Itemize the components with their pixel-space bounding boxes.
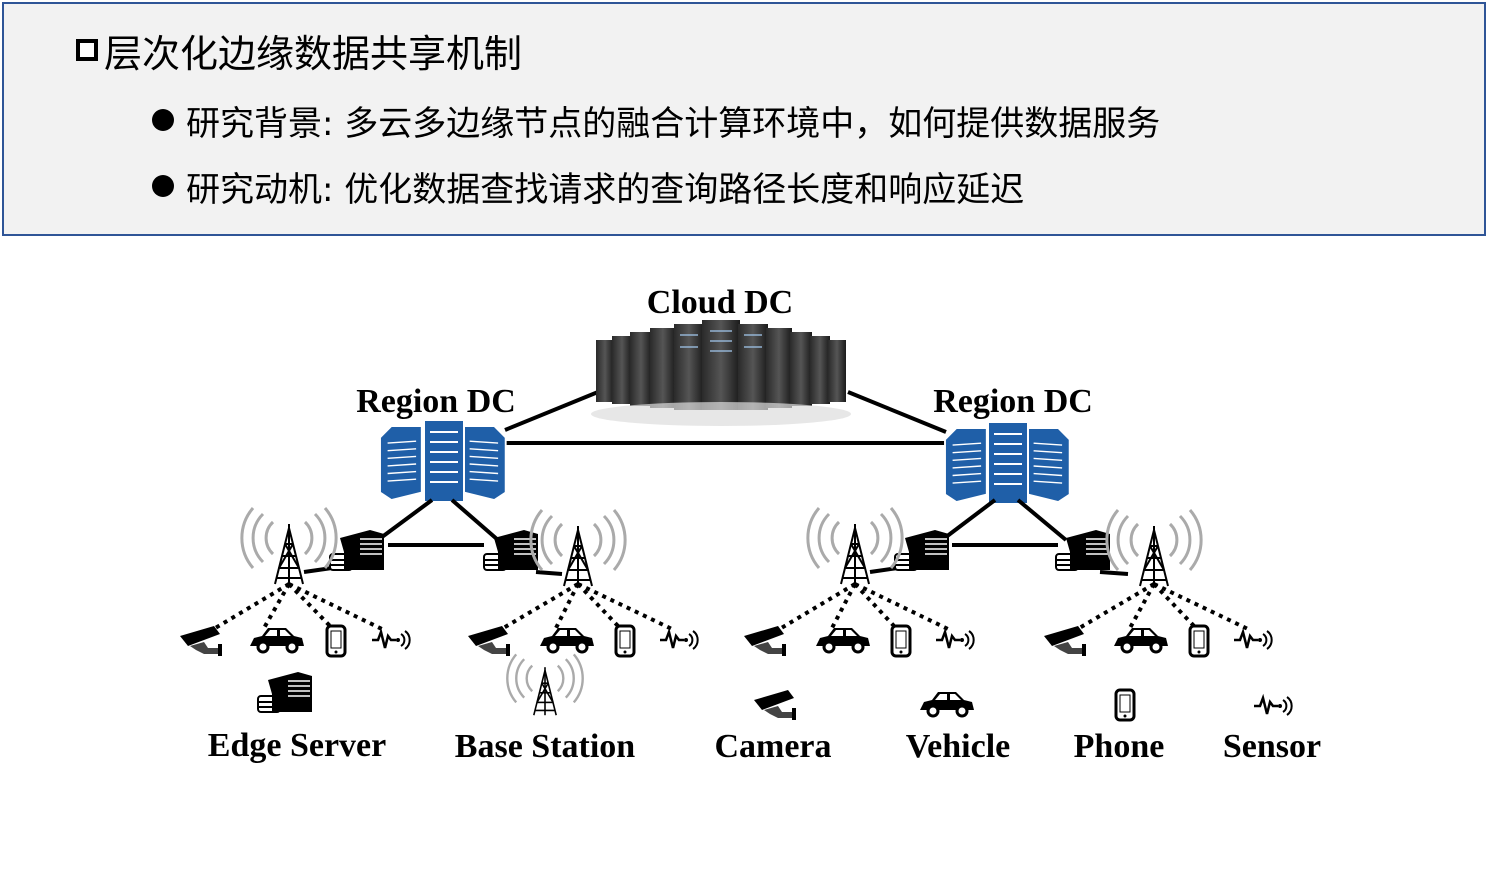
cloud-dc-label: Cloud DC [647,284,793,321]
bullet-dot-icon [152,175,174,197]
vehicle-icon [248,626,306,654]
hierarchy-diagram: Cloud DC Region DC Region DC [180,284,1321,765]
phone-icon [890,624,912,658]
legend-phone-icon [1114,688,1136,722]
region-dc-left-label: Region DC [356,383,516,420]
wireless-links [210,582,1251,632]
phone-icon [325,624,347,658]
phone-icon [614,624,636,658]
camera-icon [180,626,222,656]
legend-label: Phone [1074,728,1165,765]
legend-camera-icon [754,690,796,720]
legend-vehicle-icon [918,690,976,718]
legend-label: Edge Server [208,727,386,764]
legend: Edge Server Base Station Camera Vehicle … [208,653,1321,765]
square-bullet-icon [76,39,98,61]
backbone-links [504,390,947,445]
sensor-icon [1232,629,1273,651]
sensor-icon [370,629,411,651]
base-station-icon [806,506,904,586]
legend-sensor-icon [1252,695,1293,717]
bullet-text: 研究背景: 多云多边缘节点的融合计算环境中，如何提供数据服务 [186,103,1161,144]
bullet-dot-icon [152,109,174,131]
phone-icon [1188,624,1210,658]
base-station-icon [240,506,338,586]
legend-label: Camera [714,728,831,765]
edge-server-icon [329,529,385,571]
camera-icon [1044,626,1086,656]
title-text: 层次化边缘数据共享机制 [104,31,523,76]
legend-base-station-icon [506,653,584,717]
camera-icon [468,626,510,656]
legend-edge-server-icon [257,671,313,713]
vehicle-icon [1112,626,1170,654]
legend-label: Vehicle [906,728,1011,765]
vehicle-icon [814,626,872,654]
region-dc-right-label: Region DC [933,383,1093,420]
bullet-item: 研究动机: 优化数据查找请求的查询路径长度和响应延迟 [152,164,1025,210]
region-dc-left-icon [379,419,507,503]
header-panel: 层次化边缘数据共享机制 研究背景: 多云多边缘节点的融合计算环境中，如何提供数据… [2,2,1486,236]
cloud-dc-servers-icon [591,320,851,426]
bullet-text: 研究动机: 优化数据查找请求的查询路径长度和响应延迟 [186,169,1025,210]
region-dc-right-icon [944,421,1071,505]
vehicle-icon [538,626,596,654]
sensor-icon [934,629,975,651]
bullet-item: 研究背景: 多云多边缘节点的融合计算环境中，如何提供数据服务 [152,98,1161,144]
sensor-icon [658,629,699,651]
region-edge-links [303,498,1129,576]
camera-icon [744,626,786,656]
legend-label: Sensor [1223,728,1321,765]
legend-label: Base Station [455,728,636,765]
page-title: 层次化边缘数据共享机制 [76,26,522,76]
